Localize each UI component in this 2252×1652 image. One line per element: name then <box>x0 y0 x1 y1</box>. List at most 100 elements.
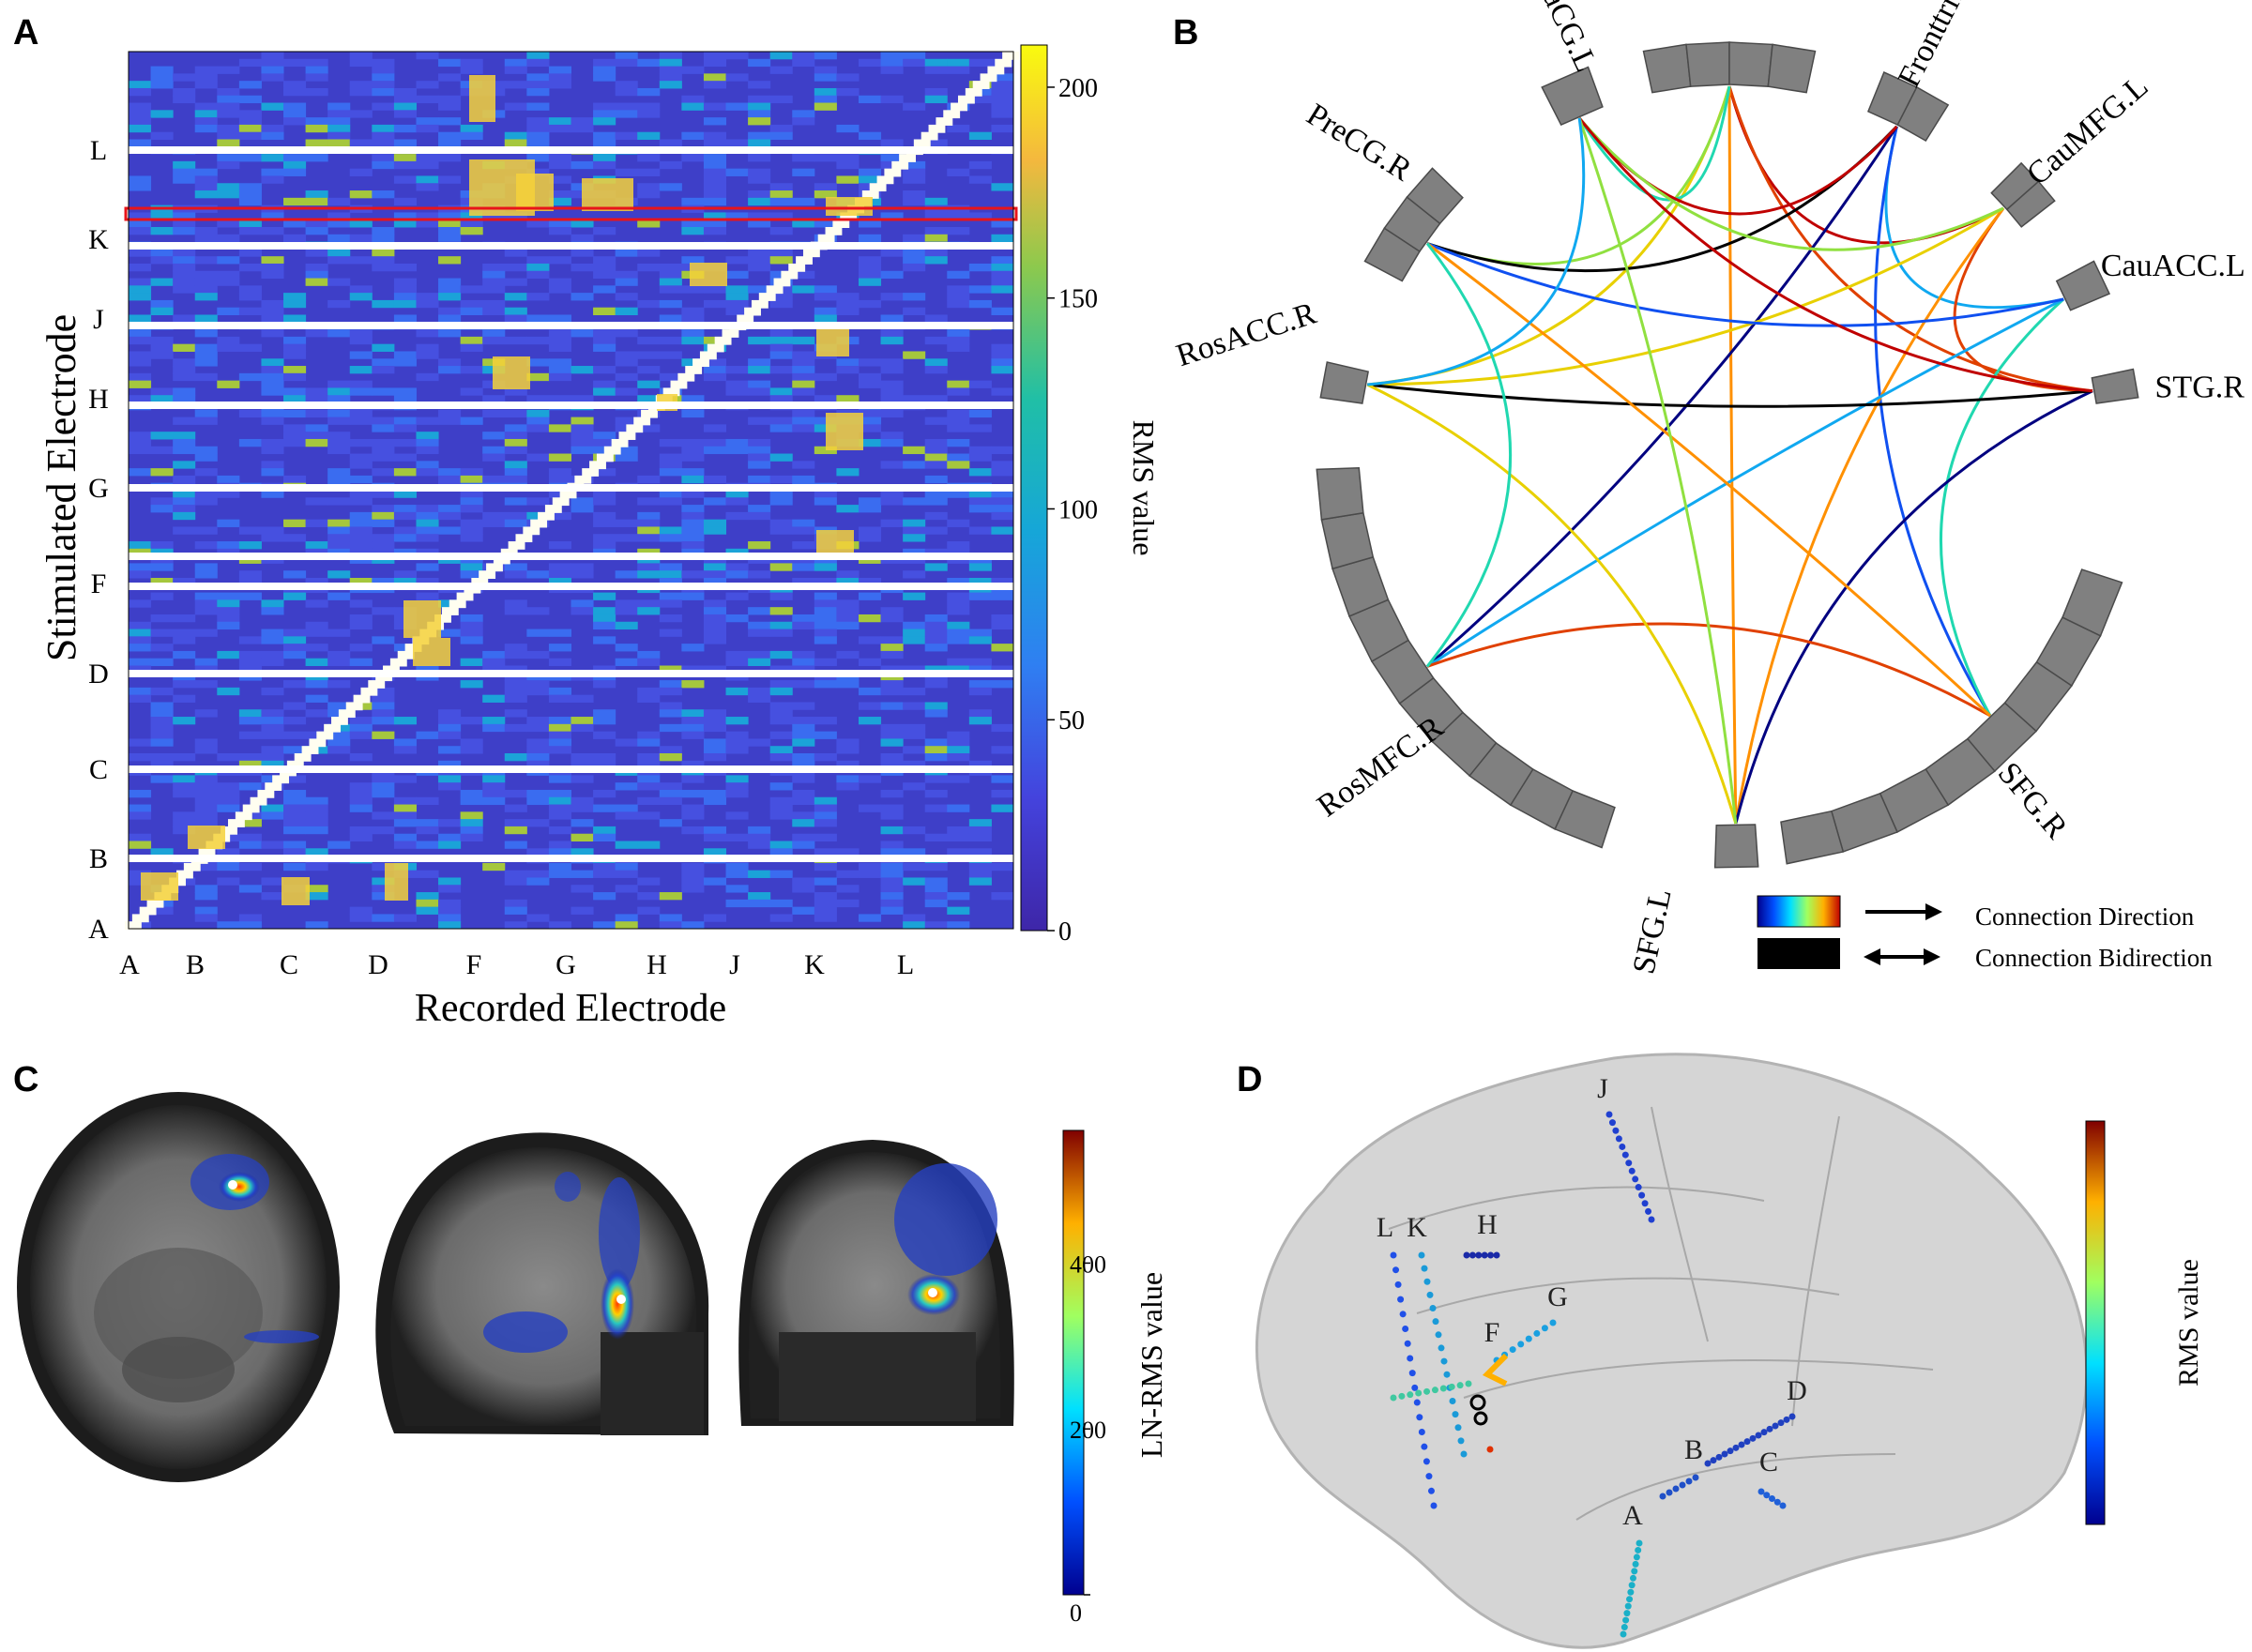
electrode-contact <box>1612 1127 1620 1134</box>
electrode-contact <box>1621 1624 1628 1631</box>
x-tick-label: A <box>119 949 140 980</box>
electrode-contact <box>1440 1357 1448 1365</box>
colorbar-a-tick: 150 <box>1058 285 1098 314</box>
connection-edge <box>1578 116 2004 251</box>
electrode-contact <box>1732 1444 1740 1451</box>
electrode-contact <box>1457 1437 1465 1445</box>
mri-coronal-slice <box>738 1140 1014 1426</box>
electrode-contact <box>1533 1329 1541 1337</box>
electrode-contact <box>1454 1424 1462 1432</box>
electrode-contact <box>1608 1119 1616 1127</box>
electrode-contact <box>1625 1159 1633 1167</box>
electrode-contact <box>1423 1278 1431 1285</box>
electrode-contact <box>1402 1326 1409 1333</box>
electrode-contact <box>1635 1546 1642 1553</box>
electrode-label: F <box>1484 1317 1500 1348</box>
mri-axial-slice <box>17 1092 340 1482</box>
electrode-contact <box>1627 1588 1635 1596</box>
electrode-contact <box>1749 1434 1757 1442</box>
connection-edge <box>1577 117 1738 825</box>
electrode-contact <box>1460 1450 1468 1458</box>
electrode-contact <box>1398 1392 1406 1400</box>
connection-edge <box>1727 85 2004 245</box>
electrode-contact <box>1452 1411 1459 1418</box>
x-tick-label: G <box>555 949 576 980</box>
electrode-contact <box>1463 1251 1470 1259</box>
electrode-contact <box>1648 1216 1655 1223</box>
electrode-contact <box>1407 1355 1414 1362</box>
region-label: CauACC.L <box>2101 249 2245 283</box>
x-tick-label: H <box>647 949 667 980</box>
colorbar-c-tick: 0 <box>1070 1599 1082 1627</box>
connection-edge <box>1940 297 2065 717</box>
y-tick-label: K <box>88 224 109 255</box>
electrode-contact <box>1390 1394 1397 1402</box>
electrode-contact <box>1423 1458 1430 1465</box>
legend-direction-swatch <box>1757 895 1841 928</box>
region-block <box>1685 41 1730 87</box>
electrode-contact <box>1623 1610 1631 1617</box>
electrode-contact <box>1692 1474 1699 1481</box>
electrode-contact <box>1605 1111 1613 1118</box>
electrode-contact <box>1632 1560 1639 1568</box>
electrode-contact <box>1710 1457 1717 1464</box>
colorbar-c-tick: 400 <box>1070 1250 1106 1278</box>
electrode-contact <box>1416 1414 1423 1421</box>
electrode-contact <box>1468 1251 1476 1259</box>
electrode-contact <box>1418 1251 1425 1259</box>
region-label: STG.R <box>2155 370 2245 404</box>
region-block <box>1767 43 1817 94</box>
electrode-contact <box>1430 1502 1438 1509</box>
y-tick-label: A <box>88 914 109 945</box>
colorbar-a-tick: 200 <box>1058 74 1098 103</box>
electrode-contact <box>1407 1391 1414 1399</box>
region-block <box>1780 810 1845 865</box>
electrode-contact <box>1631 1568 1638 1575</box>
y-tick-label: F <box>91 568 107 599</box>
panel-letter-c: C <box>13 1060 39 1099</box>
region-label: RosACC.R <box>1172 296 1320 373</box>
electrode-contact <box>1635 1184 1642 1191</box>
region-block <box>1541 66 1604 127</box>
electrode-contact <box>1549 1319 1557 1326</box>
electrode-contact <box>1541 1325 1548 1332</box>
region-block <box>2091 368 2139 404</box>
electrode-contact <box>1738 1441 1745 1448</box>
region-label: PreCG.R <box>1301 98 1418 189</box>
electrode-contact <box>1769 1495 1775 1502</box>
region-label: SFG.R <box>1991 756 2075 846</box>
electrode-contact <box>1438 1344 1445 1352</box>
electrode-label: G <box>1547 1281 1568 1312</box>
y-tick-label: G <box>88 473 109 504</box>
electrode-contact <box>1509 1346 1516 1354</box>
region-block <box>1406 167 1464 225</box>
electrode-contact <box>1408 1370 1416 1377</box>
electrode-contact <box>1721 1450 1728 1458</box>
x-tick-label: F <box>466 949 482 980</box>
legend-bidirection-swatch <box>1757 938 1840 969</box>
electrode-contact <box>1443 1371 1451 1378</box>
electrode-contact <box>1619 1143 1626 1150</box>
electrode-label: H <box>1477 1209 1498 1240</box>
region-block <box>1316 467 1364 521</box>
electrode-contact <box>1432 1318 1439 1326</box>
electrode-contact <box>1615 1135 1622 1143</box>
electrode-contact <box>1475 1251 1483 1259</box>
electrode-contact <box>1456 1382 1464 1389</box>
electrode-contact <box>1392 1266 1400 1274</box>
electrode-contact <box>1777 1419 1785 1427</box>
connection-edge <box>1367 206 2004 386</box>
panel-letter-b: B <box>1173 13 1199 53</box>
region-block <box>1713 824 1759 869</box>
connectivity-circle: PCC.LFronttri.RCauMFG.LCauACC.LSTG.RSFG.… <box>1172 0 2245 977</box>
colorbar-a <box>1020 44 1048 932</box>
electrode-contact <box>1766 1425 1773 1432</box>
connection-edge <box>1577 117 2093 393</box>
electrode-label: L <box>1377 1212 1393 1243</box>
electrode-label: J <box>1597 1073 1608 1104</box>
colorbar-c-label: LN-RMS value <box>1134 1272 1168 1458</box>
panel-letter-d: D <box>1237 1060 1263 1099</box>
electrode-contact <box>1779 1502 1787 1509</box>
